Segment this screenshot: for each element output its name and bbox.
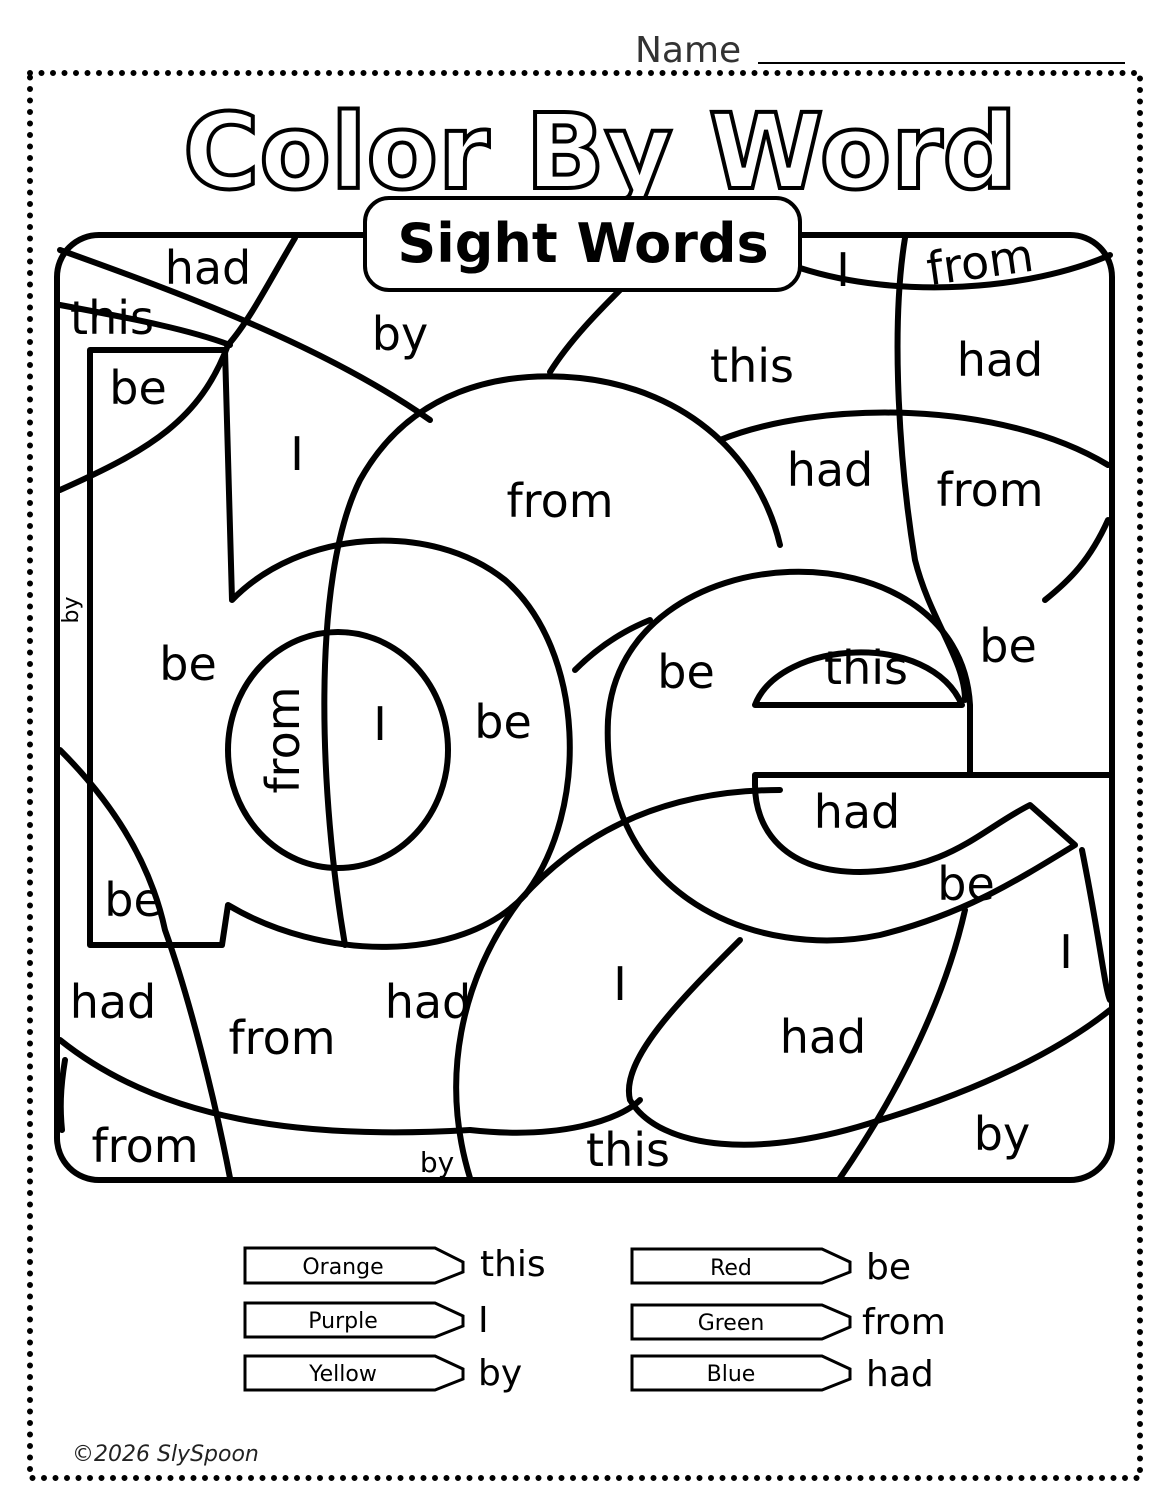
region-line [1079, 847, 1113, 1003]
region-line [467, 1097, 643, 1136]
crayon-icon [243, 1301, 465, 1339]
copyright-text: ©2026 SlySpoon [72, 1442, 259, 1467]
name-label: Name [635, 30, 741, 71]
picture-word: I [1059, 925, 1073, 979]
region-line [225, 235, 298, 348]
picture-word: had [385, 975, 472, 1029]
crayon-icon [243, 1246, 465, 1285]
coloring-picture: Sight Words [54, 196, 1115, 1183]
key-color-label: Yellow [308, 1362, 377, 1387]
picture-word: had [957, 333, 1044, 387]
picture-word: I [373, 697, 387, 751]
picture-word: by [59, 597, 84, 624]
key-item-orange: Orange this [243, 1244, 546, 1285]
subtitle-box [363, 196, 802, 292]
key-word: from [862, 1302, 946, 1343]
key-word: be [866, 1247, 911, 1288]
picture-words: had this by be I this had I from from ha… [59, 228, 1073, 1179]
region-line [625, 937, 1113, 1148]
picture-word: had [787, 443, 874, 497]
picture-word: by [420, 1146, 454, 1179]
region-line [57, 302, 233, 348]
picture-word: by [372, 307, 428, 361]
key-color-label: Green [698, 1311, 765, 1336]
picture-word: had [814, 785, 901, 839]
color-key: Orange this Purple I Yellow by Red be Gr… [243, 1244, 946, 1395]
picture-word: had [780, 1010, 867, 1064]
key-word: this [480, 1244, 546, 1285]
region-line [894, 235, 968, 703]
key-color-label: Red [710, 1256, 752, 1281]
region-line [547, 287, 623, 375]
key-color-label: Purple [308, 1309, 377, 1334]
worksheet-title: Color By Word [183, 91, 1017, 213]
key-word: I [478, 1300, 489, 1341]
picture-word: be [657, 645, 715, 699]
picture-word: be [159, 637, 217, 691]
crayon-icon [630, 1247, 852, 1285]
picture-word: I [836, 243, 850, 297]
picture-word: be [109, 361, 167, 415]
key-item-green: Green from [630, 1302, 946, 1343]
crayon-icon [630, 1354, 852, 1392]
region-line [797, 252, 1113, 291]
picture-word: had [165, 241, 252, 295]
key-item-purple: Purple I [243, 1300, 489, 1341]
picture-word: I [613, 957, 627, 1011]
key-word: by [478, 1353, 522, 1394]
region-line [572, 617, 653, 673]
letter-b-outline [87, 347, 573, 950]
picture-word: this [824, 641, 908, 695]
picture-word: had [70, 975, 157, 1029]
crayon-icon [243, 1354, 465, 1392]
key-word: had [866, 1354, 934, 1395]
region-line [57, 247, 433, 423]
region-line [837, 907, 968, 1181]
picture-word: be [474, 695, 532, 749]
picture-word: from [91, 1119, 198, 1173]
worksheet-subtitle: Sight Words [397, 212, 768, 275]
key-item-yellow: Yellow by [243, 1353, 522, 1394]
region-line [1042, 517, 1111, 603]
picture-word: from [228, 1011, 335, 1065]
letter-b-counter [225, 629, 451, 871]
picture-word: be [104, 873, 162, 927]
picture-word: be [937, 857, 995, 911]
picture-word: from [936, 463, 1043, 517]
key-item-blue: Blue had [630, 1354, 934, 1395]
picture-word: this [710, 339, 794, 393]
picture-word: this [586, 1123, 670, 1177]
picture-word: be [979, 619, 1037, 673]
picture-word: by [974, 1107, 1030, 1161]
key-item-red: Red be [630, 1247, 911, 1288]
region-line [57, 1057, 68, 1133]
letter-e-counter [752, 649, 965, 708]
picture-word: from [506, 474, 613, 528]
region-line [717, 409, 1111, 468]
crayon-icon [630, 1303, 852, 1341]
letter-e-outline [604, 568, 1078, 944]
picture-word: this [70, 291, 154, 345]
key-color-label: Blue [707, 1362, 756, 1387]
region-line [57, 1037, 473, 1136]
picture-word: from [256, 686, 310, 793]
region-line [321, 373, 783, 948]
key-color-label: Orange [302, 1255, 383, 1280]
picture-word: I [290, 427, 304, 481]
dotted-border [27, 70, 1143, 1481]
region-line [57, 747, 233, 1181]
